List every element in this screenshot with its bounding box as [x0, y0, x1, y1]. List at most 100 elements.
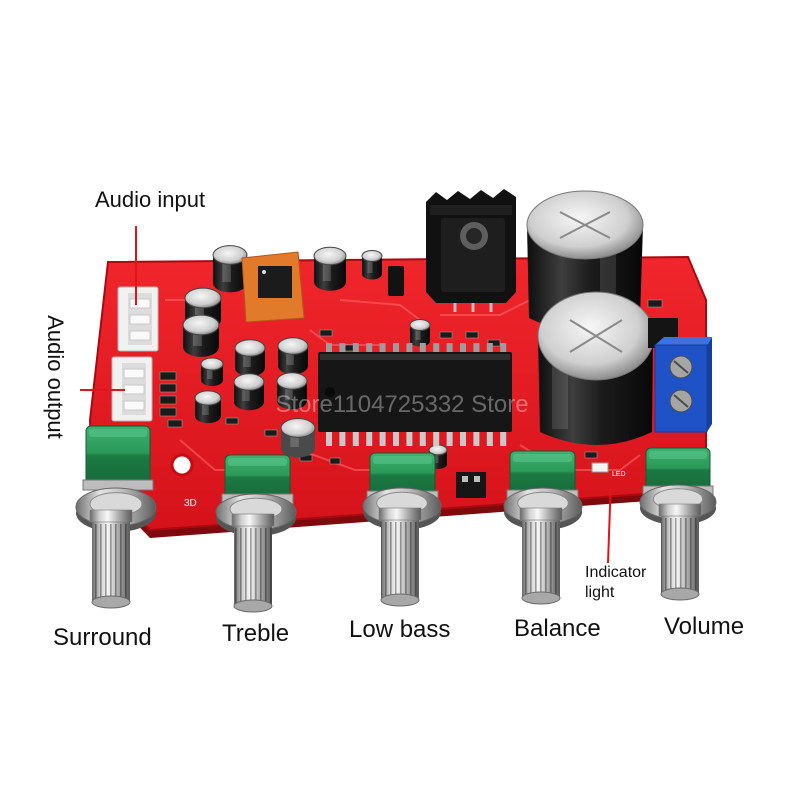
shaft-end	[380, 593, 420, 607]
capacitor-top	[361, 250, 383, 262]
indicator-light-label-line2: light	[585, 584, 615, 601]
capacitor-top	[233, 373, 265, 391]
tone-control-ic	[318, 343, 512, 446]
regulator-body	[441, 218, 505, 292]
ic-pin	[419, 343, 426, 352]
capacitor-print	[322, 259, 331, 281]
connector-pin	[123, 368, 145, 379]
capacitor-body	[362, 256, 382, 280]
capacitor-top	[182, 314, 220, 336]
capacitor-top	[280, 418, 316, 438]
ic-pin	[460, 432, 466, 446]
ic-pin	[460, 343, 466, 352]
trace	[339, 299, 421, 321]
opamp-module	[241, 251, 305, 323]
capacitor-sleeve-print	[552, 355, 568, 429]
pot-body-highlight	[513, 454, 572, 462]
smd-component	[159, 371, 177, 381]
ic-pin	[500, 343, 507, 352]
connector-pin	[129, 314, 151, 325]
silkscreen-led: LED	[612, 471, 626, 478]
ic-pin	[366, 432, 373, 446]
audio-output-label: Audio output	[43, 315, 68, 439]
ic-notch	[325, 387, 335, 397]
capacitor-body	[314, 256, 346, 291]
capacitor-top	[212, 245, 248, 265]
smd-component	[329, 457, 341, 465]
ic-pin	[393, 343, 399, 352]
capacitor-top	[313, 246, 347, 266]
small-capacitor	[276, 372, 308, 410]
small-capacitor	[280, 418, 316, 458]
treble-potentiometer	[215, 454, 297, 613]
connector-pin	[129, 330, 151, 341]
capacitor-print	[286, 349, 294, 365]
capacitor-top	[277, 337, 309, 355]
shaft-knurling	[381, 522, 419, 600]
ic-pin	[433, 343, 440, 352]
smd-component	[159, 383, 177, 393]
ic-pin	[446, 343, 453, 352]
connector-pin	[123, 400, 145, 411]
ic-pin	[419, 432, 426, 446]
ic-pin	[486, 432, 493, 446]
ic-pin	[326, 343, 332, 352]
shaft-collar	[519, 507, 563, 521]
capacitor-top	[234, 339, 266, 357]
smd-component	[584, 451, 598, 459]
ic-pin	[379, 432, 386, 446]
chip-dot	[262, 270, 266, 274]
watermark: Store1104725332 Store	[275, 391, 528, 418]
audio-output-connector	[111, 356, 153, 422]
ic-pin	[406, 432, 413, 446]
shaft-collar	[89, 509, 133, 523]
capacitor-print	[192, 328, 202, 346]
trace	[440, 299, 531, 316]
ic-pin	[473, 432, 480, 446]
smd-component	[167, 419, 183, 428]
ic-pin	[500, 432, 507, 446]
capacitor-print	[415, 328, 421, 340]
capacitor-print	[194, 301, 204, 319]
capacitor-print	[290, 431, 299, 447]
ic-pin	[379, 343, 386, 352]
smd-component	[159, 407, 177, 417]
smd-component	[225, 417, 239, 425]
audio-input-label: Audio input	[95, 187, 206, 212]
smd-component	[465, 331, 479, 339]
small-capacitor	[200, 357, 224, 387]
low-bass-potentiometer	[362, 452, 442, 607]
low-bass-label: Low bass	[349, 616, 451, 643]
shaft-knurling	[522, 522, 560, 598]
pot-body-highlight	[373, 456, 432, 464]
ic-pin	[326, 432, 332, 446]
small-capacitor	[277, 337, 309, 375]
ic-pin	[366, 343, 373, 352]
small-capacitor	[212, 245, 248, 293]
small-capacitor	[233, 373, 265, 411]
shaft-collar	[231, 513, 275, 527]
ic-pin	[446, 432, 453, 446]
shaft-knurling	[234, 528, 272, 606]
ic-pin	[352, 343, 359, 352]
terminal-top	[655, 337, 712, 345]
mounting-hole	[170, 453, 194, 477]
screw-slot	[673, 360, 689, 374]
capacitor-print	[285, 384, 293, 400]
surround-label: Surround	[53, 624, 152, 651]
balance-label: Balance	[514, 615, 601, 642]
volume-potentiometer	[639, 447, 717, 601]
power-terminal-block	[648, 318, 712, 433]
screw-center	[466, 228, 482, 244]
small-capacitor	[182, 314, 220, 357]
shaft-end	[91, 595, 131, 609]
ic-highlight	[320, 354, 510, 360]
capacitor-print	[207, 367, 213, 379]
small-capacitor	[313, 246, 347, 291]
capacitor-print	[202, 401, 209, 415]
heatsink	[426, 189, 516, 312]
capacitor-print	[243, 351, 251, 367]
treble-label: Treble	[222, 620, 290, 647]
capacitor-top	[184, 287, 222, 309]
capacitor-top	[194, 390, 222, 406]
